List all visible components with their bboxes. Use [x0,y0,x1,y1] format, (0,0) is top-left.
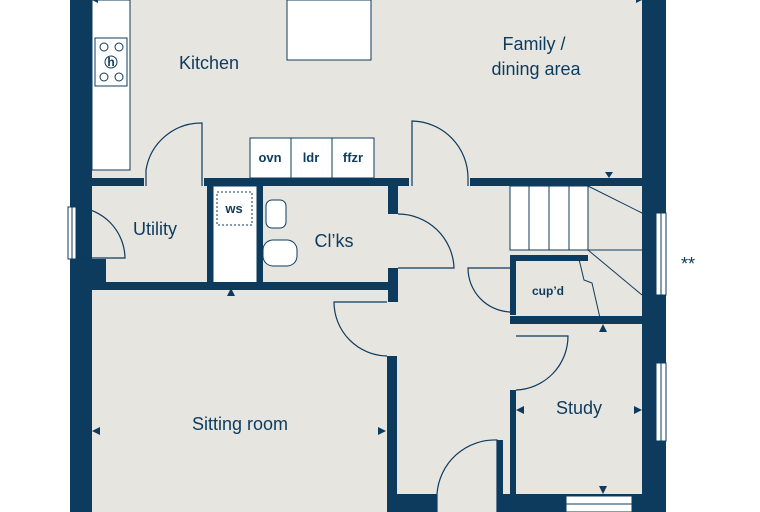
label-sitting-room: Sitting room [192,414,288,434]
dishwasher-unit [290,137,333,179]
door-family-hall [411,120,469,186]
label-utility: Utility [133,219,177,239]
arrow-sitting-right [378,427,386,435]
wall-hall-bottom [397,494,437,512]
label-washbasin: ws [224,201,242,216]
wall-study-top [510,316,642,324]
wall-utility-left-jog [92,259,106,290]
label-family-line1: Family / [503,34,566,54]
door-front [436,439,498,512]
door-sitting-room [333,301,388,357]
wall-left-outer [70,0,92,512]
fridge-freezer-unit [331,137,375,179]
arrow-family-right [636,0,642,3]
utility-worktop [212,185,258,285]
cloaks-wc [262,239,298,267]
label-dishwasher: ldr [303,150,320,165]
label-kitchen: Kitchen [179,53,239,73]
arrow-study-right [634,406,642,414]
arrow-sitting-top [227,288,235,296]
wall-utility-right [207,186,213,286]
arrow-study-bottom [599,486,607,494]
wall-utility-bottom [92,282,390,290]
cloaks-basin [265,199,287,229]
wall-cupboard-top [510,255,588,261]
wall-cloaks-left [257,186,263,286]
wall-hall-left [388,268,398,302]
label-cloaks: Cl’ks [315,231,354,251]
door-cupboard [467,267,511,313]
door-kitchen-utility [145,122,203,186]
wall-sitting-hall [387,356,397,512]
label-fridge-freezer: ffzr [343,150,363,165]
kitchen-island [286,0,372,61]
washbasin-dashed [216,191,253,226]
arrow-study-top [599,324,607,332]
arrow-sitting-left [92,427,100,435]
door-utility-external [75,206,126,259]
arrow-study-left [516,406,524,414]
arrow-family-bottom [605,172,613,178]
label-study: Study [556,398,602,418]
label-cupboard: cup’d [532,284,564,298]
wall-kitchen-utility [92,178,144,186]
wall-family-stairs [470,178,642,186]
wall-front-right [497,440,503,512]
wall-kitchen-cloaks [204,178,409,186]
wall-study-left [510,390,516,512]
door-study [515,335,569,391]
door-cloaks [397,213,455,269]
label-window-note: ** [681,254,695,274]
wall-cloaks-hall [388,186,398,214]
cupboard-zigzag [577,254,601,319]
label-family-line2: dining area [491,59,581,79]
label-oven: ovn [258,150,281,165]
hob-symbol: h [107,55,114,69]
wall-cupboard-left [510,255,516,315]
arrow-kitchen-left [92,0,98,3]
